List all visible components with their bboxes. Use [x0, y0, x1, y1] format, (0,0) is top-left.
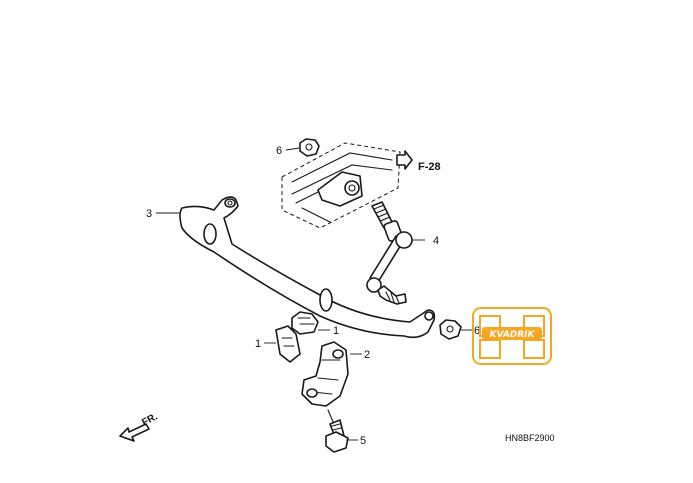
callout-2-holder: 2: [364, 349, 370, 361]
callout-6-lower: 6: [474, 325, 480, 337]
callout-1-left: 1: [255, 338, 261, 350]
stabilizer-link: 4: [366, 201, 439, 305]
reference-arrow: F-28: [396, 150, 441, 173]
watermark-logo: KVADRIK: [472, 307, 552, 365]
bushing-lower: 1: [255, 325, 301, 363]
diagram-code: HN8BF2900: [505, 433, 555, 443]
front-label: FR.: [140, 411, 160, 428]
callout-4-link: 4: [433, 235, 439, 247]
callout-5-bolt: 5: [360, 435, 366, 447]
reference-label: F-28: [418, 161, 441, 173]
frame-mount-detail: [281, 142, 401, 229]
flange-bolt: 5: [325, 409, 366, 453]
callout-6-upper: 6: [276, 145, 282, 157]
front-direction-arrow: FR.: [119, 411, 160, 442]
lower-flange-nut: 6: [439, 319, 480, 340]
watermark-text: KVADRIK: [489, 330, 535, 340]
callout-3-stabilizer: 3: [146, 208, 152, 220]
upper-flange-nut: 6: [276, 138, 320, 157]
bushing-holder: 2: [301, 341, 370, 407]
stabilizer-bar: 3: [146, 196, 436, 339]
callout-1-upper: 1: [333, 325, 339, 337]
bushing-upper: 1: [291, 311, 339, 337]
